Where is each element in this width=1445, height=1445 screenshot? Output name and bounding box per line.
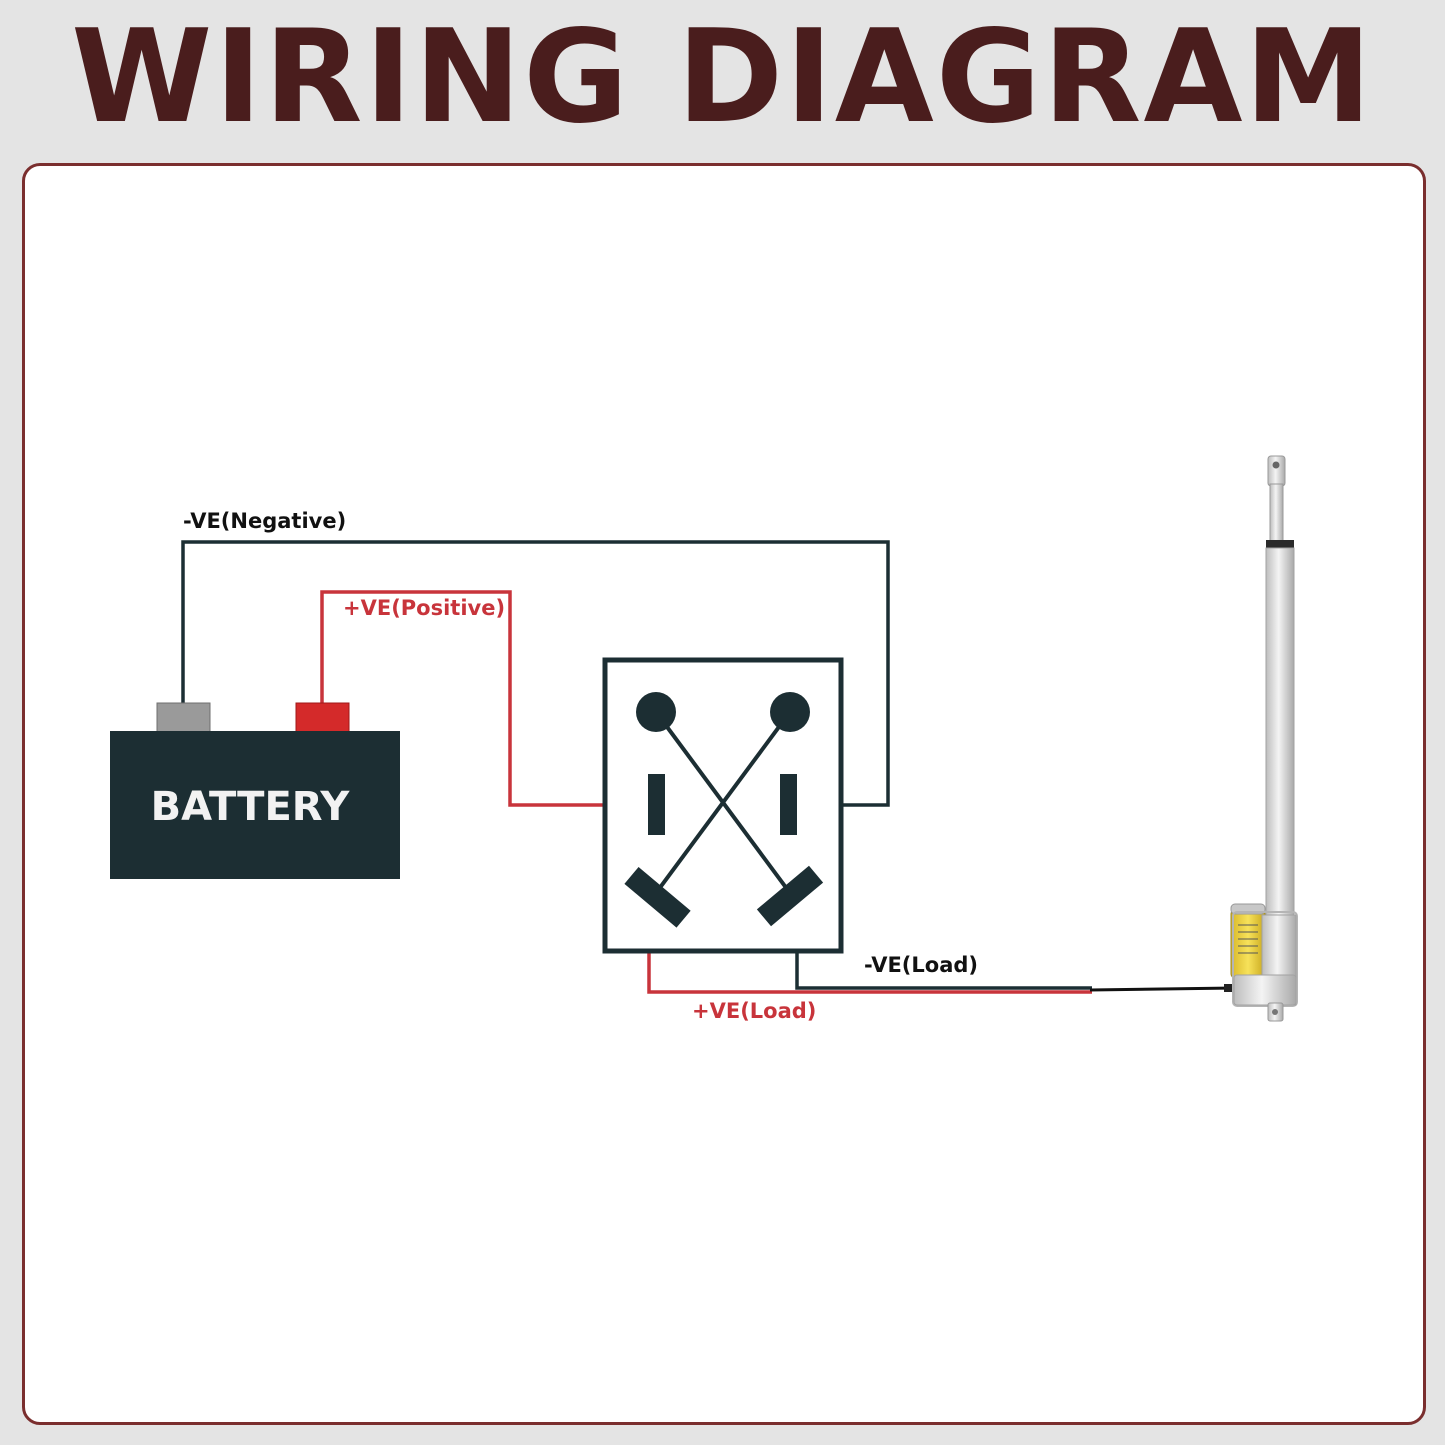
negative-load-label: -VE(Load)	[864, 953, 978, 977]
battery-label: BATTERY	[151, 784, 351, 830]
actuator-motor	[1230, 909, 1266, 979]
positive-wire	[320, 590, 645, 807]
cable-connector	[1224, 984, 1238, 992]
linear-actuator-icon	[1230, 455, 1298, 1022]
dpdt-switch-icon	[602, 657, 844, 954]
positive-load-label: +VE(Load)	[692, 999, 816, 1023]
actuator-rod-end	[1267, 455, 1286, 487]
actuator-outer-tube	[1265, 547, 1295, 921]
negative-label: -VE(Negative)	[183, 509, 346, 533]
actuator-rod-hole	[1272, 461, 1280, 469]
battery-icon: BATTERY	[110, 702, 400, 879]
actuator-gearbox	[1232, 911, 1298, 1007]
switch-contact-right	[780, 774, 797, 835]
negative-wire	[181, 540, 890, 807]
battery-body	[110, 731, 400, 879]
actuator-base	[1233, 974, 1297, 1006]
switch-pivot-right	[770, 692, 810, 732]
actuator-cable	[1089, 986, 1236, 992]
battery-negative-terminal	[156, 702, 211, 734]
switch-bottom-contact-left	[624, 867, 691, 928]
switch-lever-right	[654, 710, 792, 895]
page-title: WIRING DIAGRAM	[71, 3, 1374, 152]
actuator-inner-rod	[1269, 483, 1284, 543]
switch-contact-left	[648, 774, 665, 835]
battery-positive-terminal	[295, 702, 350, 734]
switch-bottom-contact-right	[756, 865, 824, 927]
switch-pivot-left	[636, 692, 676, 732]
positive-label: +VE(Positive)	[343, 596, 505, 620]
actuator-seal	[1266, 540, 1294, 549]
